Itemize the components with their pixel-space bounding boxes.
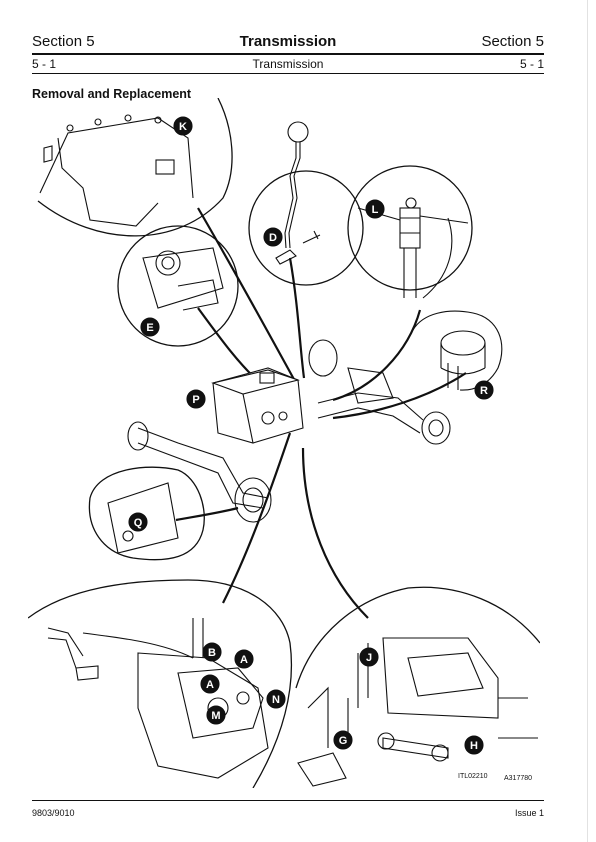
callout-r-label: R: [480, 385, 488, 397]
callout-p-label: P: [192, 394, 199, 406]
callout-j-label: J: [366, 652, 372, 664]
callout-k: K: [173, 116, 193, 136]
callout-n-label: N: [272, 694, 280, 706]
callout-r: R: [474, 380, 494, 400]
callout-m: M: [206, 705, 226, 725]
callout-m-label: M: [211, 710, 220, 722]
figure-code-right: A317780: [504, 775, 532, 782]
callout-n: N: [266, 689, 286, 709]
transmission-body: [211, 367, 304, 444]
callout-l-label: L: [372, 204, 379, 216]
page-header: Section 5 Transmission Section 5: [32, 33, 544, 51]
figure-code-left: ITL02210: [458, 773, 488, 780]
footer-rule: [32, 800, 544, 801]
callout-l: L: [365, 199, 385, 219]
axle-assembly: [127, 339, 451, 523]
callout-d: D: [263, 227, 283, 247]
leader-lines: [175, 207, 467, 619]
callout-a-right-label: A: [240, 654, 248, 666]
header-section-left: Section 5: [32, 33, 95, 50]
subheader-title: Transmission: [252, 57, 324, 71]
detail-k-circle: [37, 98, 233, 237]
header-rule: [32, 53, 544, 55]
callout-q: Q: [128, 512, 148, 532]
page-number-left: 5 - 1: [32, 57, 57, 71]
callout-e: E: [140, 317, 160, 337]
callout-h-label: H: [470, 740, 478, 752]
page-number-right: 5 - 1: [519, 57, 544, 71]
detail-e-circle: [117, 225, 239, 347]
callout-e-label: E: [146, 322, 153, 334]
subheader-rule: [32, 73, 544, 74]
callout-g-label: G: [339, 735, 348, 747]
transmission-exploded-illustration: K D L E P R Q B A A M N J G H ITL02210 A…: [28, 98, 540, 788]
bottom-left-detail: [28, 579, 293, 788]
callout-a-left-label: A: [206, 679, 214, 691]
callout-a-right: A: [234, 649, 254, 669]
callout-b-label: B: [208, 647, 216, 659]
callout-j: J: [359, 647, 379, 667]
footer-doc-number: 9803/9010: [32, 808, 75, 818]
callout-b: B: [202, 642, 222, 662]
callout-d-label: D: [269, 232, 277, 244]
callout-a-left: A: [200, 674, 220, 694]
callout-q-label: Q: [134, 517, 143, 529]
callout-h: H: [464, 735, 484, 755]
header-section-right: Section 5: [481, 33, 544, 50]
callout-g: G: [333, 730, 353, 750]
detail-l-circle: [347, 165, 473, 299]
callout-k-label: K: [179, 121, 187, 133]
scan-edge-line: [587, 0, 588, 842]
header-title: Transmission: [239, 33, 337, 50]
detail-d-circle: [248, 121, 364, 286]
section-heading: Removal and Replacement: [32, 87, 192, 101]
detail-q-circle: [88, 466, 205, 561]
bottom-right-detail: [295, 586, 540, 787]
footer-issue: Issue 1: [514, 808, 544, 818]
callout-p: P: [186, 389, 206, 409]
